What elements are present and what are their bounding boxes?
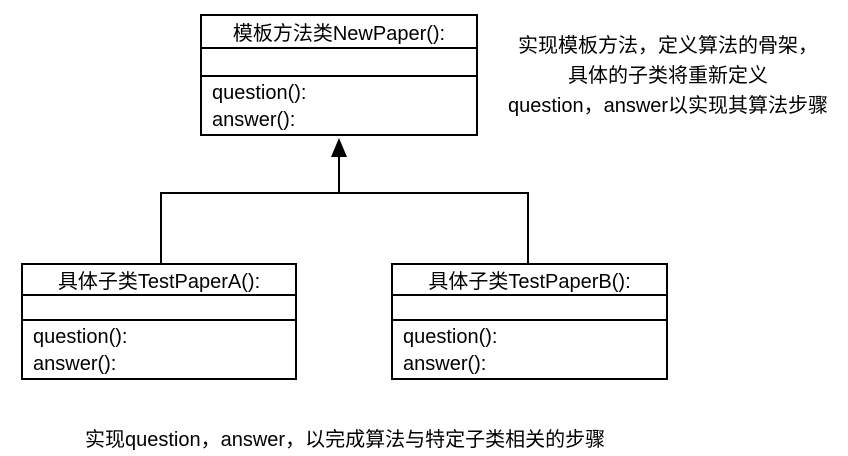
annotation-line: question，answer以实现其算法步骤	[507, 95, 829, 117]
method-label: question():	[212, 82, 307, 104]
class-title-testpaper-a: 具体子类TestPaperA():	[23, 265, 295, 296]
class-attributes-testpaper-b	[393, 296, 666, 321]
method-label: answer():	[212, 109, 296, 131]
class-methods-testpaper-b: question(): answer():	[393, 321, 666, 378]
annotation-template-method: 实现模板方法，定义算法的骨架， 具体的子类将重新定义 question，answ…	[488, 31, 848, 121]
class-title-testpaper-b: 具体子类TestPaperB():	[393, 265, 666, 296]
class-attributes-newpaper	[202, 49, 476, 77]
class-box-testpaper-b: 具体子类TestPaperB(): question(): answer():	[391, 263, 668, 380]
method-label: answer():	[33, 353, 117, 375]
method-label: question():	[403, 326, 498, 348]
class-attributes-testpaper-a	[23, 296, 295, 321]
connector-right-drop-line	[527, 192, 529, 263]
class-title-newpaper: 模板方法类NewPaper():	[202, 16, 476, 49]
annotation-subclass-steps: 实现question，answer，以完成算法与特定子类相关的步骤	[85, 429, 606, 451]
class-box-testpaper-a: 具体子类TestPaperA(): question(): answer():	[21, 263, 297, 380]
class-box-newpaper: 模板方法类NewPaper(): question(): answer():	[200, 14, 478, 136]
method-label: question():	[33, 326, 128, 348]
annotation-line: 具体的子类将重新定义	[568, 65, 768, 87]
class-methods-testpaper-a: question(): answer():	[23, 321, 295, 378]
annotation-line: 实现模板方法，定义算法的骨架，	[518, 35, 818, 57]
method-label: answer():	[403, 353, 487, 375]
connector-left-drop-line	[160, 192, 162, 263]
class-methods-newpaper: question(): answer():	[202, 77, 476, 134]
inheritance-arrow-stem	[338, 152, 340, 194]
inheritance-arrowhead-icon	[331, 138, 347, 157]
connector-horizontal-line	[160, 192, 529, 194]
